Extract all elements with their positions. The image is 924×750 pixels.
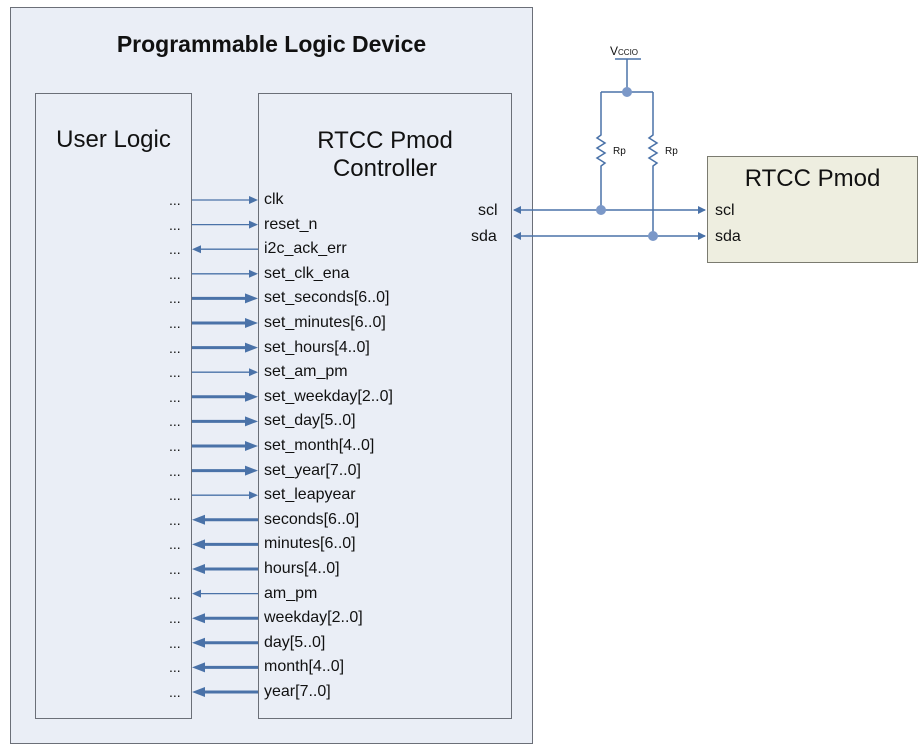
- rtcc-pmod-box: [707, 156, 918, 263]
- continuation-dots: ...: [169, 585, 181, 602]
- signal-arrowhead-set-year: [245, 465, 258, 476]
- continuation-dots: ...: [169, 339, 181, 356]
- continuation-dots: ...: [169, 511, 181, 528]
- signal-arrowhead-set-day: [245, 416, 258, 427]
- continuation-dots: ...: [169, 684, 181, 700]
- vccio-subscript: CCIO: [618, 48, 639, 57]
- signal-label-set-hours: set_hours[4..0]: [264, 338, 370, 356]
- signal-label-i2c-ack-err: i2c_ack_err: [264, 240, 347, 258]
- continuation-dots: ...: [169, 487, 181, 504]
- signal-arrowhead-clk: [249, 196, 258, 204]
- vccio-label: VCCIO: [610, 44, 638, 60]
- signal-arrowhead-set-minutes: [245, 318, 258, 328]
- signal-arrowhead-year: [192, 687, 205, 697]
- signal-arrowhead-set-month: [245, 441, 258, 451]
- signal-label-am-pm: am_pm: [264, 584, 318, 602]
- signal-label-set-minutes: set_minutes[6..0]: [264, 314, 386, 331]
- pmod-sda-label: sda: [715, 228, 741, 245]
- continuation-dots: ...: [169, 438, 181, 454]
- signal-arrowhead-hours: [192, 564, 205, 574]
- signal-arrows: [192, 196, 258, 697]
- signal-label-set-leapyear: set_leapyear: [264, 486, 356, 504]
- device-title: Programmable Logic Device: [116, 31, 427, 57]
- vccio-main: V: [610, 44, 619, 58]
- signal-arrowhead-weekday: [192, 613, 205, 624]
- signal-label-clk: clk: [264, 191, 284, 208]
- signal-arrowhead-set-weekday: [245, 391, 258, 402]
- continuation-dots: ...: [169, 216, 181, 233]
- vccio-node: [622, 87, 632, 97]
- signal-label-month: month[4..0]: [264, 658, 345, 676]
- continuation-dots: ...: [169, 659, 181, 676]
- controller-sda-label: sda: [471, 228, 497, 245]
- signal-arrowhead-reset-n: [249, 220, 258, 229]
- signal-label-set-month: set_month[4..0]: [264, 437, 375, 454]
- controller-scl-label: scl: [478, 202, 498, 219]
- continuation-dots: ...: [169, 364, 181, 381]
- continuation-dots: ...: [169, 192, 181, 208]
- rp-scl-resistor: [595, 92, 607, 210]
- rtcc-pmod-title: RTCC Pmod: [744, 165, 881, 192]
- continuation-dots: ...: [169, 413, 181, 430]
- signal-label-set-clk-ena: set_clk_ena: [264, 264, 350, 282]
- continuation-dots: ...: [169, 241, 181, 258]
- rp-scl-label: Rp: [613, 146, 626, 157]
- signal-arrowhead-set-leapyear: [249, 491, 258, 500]
- continuation-dots: ...: [169, 462, 181, 479]
- signal-label-set-am-pm: set_am_pm: [264, 363, 348, 381]
- continuation-dots: ...: [169, 536, 181, 553]
- signal-label-set-seconds: set_seconds[6..0]: [264, 289, 390, 307]
- signal-label-day: day[5..0]: [264, 633, 326, 651]
- continuation-dots: ...: [169, 265, 181, 282]
- signal-label-reset-n: reset_n: [264, 215, 318, 233]
- signal-arrowhead-day: [192, 637, 205, 648]
- rp-sda-resistor: [647, 92, 659, 236]
- controller-box: [258, 93, 512, 719]
- signal-arrowhead-month: [192, 662, 205, 673]
- signal-label-seconds: seconds[6..0]: [264, 510, 360, 528]
- signal-label-weekday: weekday[2..0]: [264, 609, 363, 627]
- signal-label-hours: hours[4..0]: [264, 560, 340, 577]
- controller-title: RTCC Pmod Controller: [258, 127, 512, 183]
- signal-arrowhead-set-seconds: [245, 293, 258, 304]
- scl-node: [596, 205, 606, 215]
- signal-label-set-year: set_year[7..0]: [264, 461, 361, 479]
- signal-arrowhead-i2c-ack-err: [192, 245, 201, 254]
- user-logic-title: User Logic: [56, 126, 171, 153]
- continuation-dots: ...: [169, 315, 181, 331]
- signal-label-set-weekday: set_weekday[2..0]: [264, 387, 393, 405]
- continuation-dots: ...: [169, 388, 181, 405]
- signal-arrowhead-am-pm: [192, 589, 201, 598]
- continuation-dots: ...: [169, 610, 181, 627]
- user-logic-box: [35, 93, 192, 719]
- signal-arrowhead-set-hours: [245, 342, 258, 353]
- continuation-dots: ...: [169, 561, 181, 577]
- controller-title-line-1: RTCC Pmod: [317, 127, 453, 154]
- signal-label-set-day: set_day[5..0]: [264, 412, 356, 430]
- signal-label-minutes: minutes[6..0]: [264, 535, 356, 553]
- signal-arrowhead-set-am-pm: [249, 368, 258, 377]
- continuation-dots: ...: [169, 634, 181, 651]
- sda-node: [648, 231, 658, 241]
- rp-sda-label: Rp: [665, 146, 678, 157]
- signal-arrowhead-seconds: [192, 514, 205, 525]
- pmod-scl-label: scl: [715, 202, 735, 219]
- controller-title-line-2: Controller: [332, 155, 438, 182]
- signal-arrowhead-minutes: [192, 539, 205, 550]
- signal-label-year: year[7..0]: [264, 683, 331, 700]
- signal-arrowhead-set-clk-ena: [249, 269, 258, 278]
- continuation-dots: ...: [169, 290, 181, 307]
